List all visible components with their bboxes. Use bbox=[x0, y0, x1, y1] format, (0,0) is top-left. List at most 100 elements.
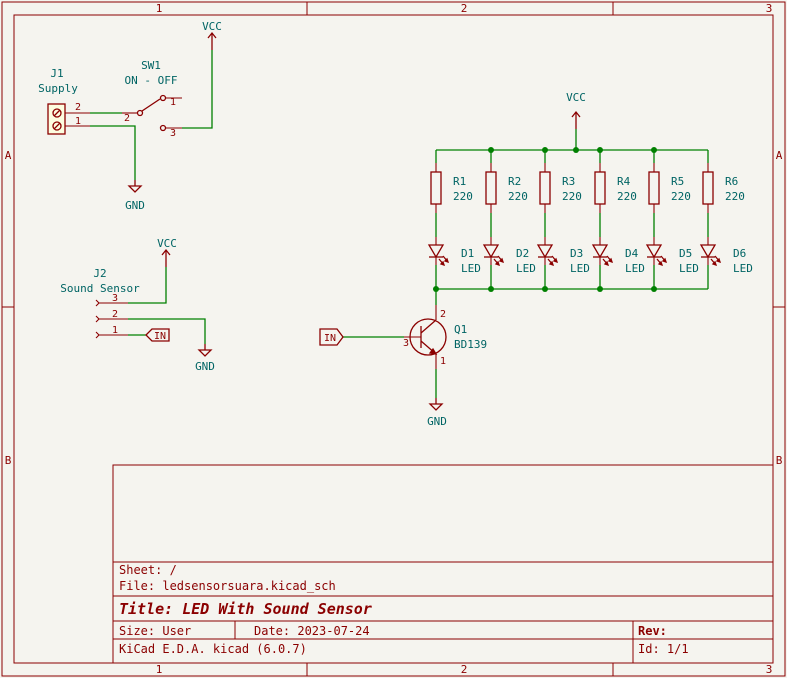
led-ref: D4 bbox=[625, 247, 639, 260]
led-value: LED bbox=[570, 262, 590, 275]
j2-value: Sound Sensor bbox=[60, 282, 140, 295]
frame-row-a-left: A bbox=[5, 149, 12, 162]
vcc-symbol-leds bbox=[571, 111, 581, 130]
led-array-wires bbox=[436, 129, 708, 290]
junction-bottom-3 bbox=[542, 286, 548, 292]
title-block bbox=[112, 464, 774, 664]
led-d1 bbox=[428, 236, 449, 266]
frame-row-a-right: A bbox=[776, 149, 783, 162]
j2-pin-2: 2 bbox=[112, 309, 118, 320]
gnd-label-q1: GND bbox=[427, 415, 447, 428]
vcc-label-leds: VCC bbox=[566, 91, 586, 104]
junction-bottom-4 bbox=[597, 286, 603, 292]
j2-connector bbox=[95, 299, 128, 339]
led-d2 bbox=[483, 236, 504, 266]
j1-connector bbox=[47, 103, 90, 135]
resistor-ref: R3 bbox=[562, 175, 575, 188]
q1-pin-2: 2 bbox=[440, 309, 446, 320]
q1-value: BD139 bbox=[454, 338, 487, 351]
led-d5 bbox=[646, 236, 667, 266]
resistor-value: 220 bbox=[725, 190, 745, 203]
j2-pin-1: 1 bbox=[112, 325, 118, 336]
j1-pin-2: 2 bbox=[75, 102, 81, 113]
vcc-symbol-sw1 bbox=[207, 32, 217, 51]
sw1-pin-2: 2 bbox=[124, 113, 130, 124]
resistor-r2 bbox=[485, 162, 497, 214]
led-ref: D3 bbox=[570, 247, 583, 260]
tb-title: Title: LED With Sound Sensor bbox=[119, 600, 372, 618]
resistor-ref: R2 bbox=[508, 175, 521, 188]
led-d3 bbox=[537, 236, 558, 266]
frame-col-2-top: 2 bbox=[461, 2, 468, 15]
supply-wires bbox=[90, 50, 213, 180]
frame-col-3-bottom: 3 bbox=[766, 663, 773, 676]
led-value: LED bbox=[516, 262, 536, 275]
resistor-r6 bbox=[702, 162, 714, 214]
resistor-value: 220 bbox=[453, 190, 473, 203]
junction-top-2 bbox=[488, 147, 494, 153]
led-value: LED bbox=[461, 262, 481, 275]
resistor-value: 220 bbox=[671, 190, 691, 203]
sw1-switch bbox=[122, 94, 182, 132]
junction-top-4 bbox=[597, 147, 603, 153]
junction-q1-collector bbox=[433, 286, 439, 292]
led-ref: D1 bbox=[461, 247, 474, 260]
junction-top-5 bbox=[651, 147, 657, 153]
frame-col-1-bottom: 1 bbox=[156, 663, 163, 676]
resistor-ref: R1 bbox=[453, 175, 466, 188]
tb-tool: KiCad E.D.A. kicad (6.0.7) bbox=[119, 642, 307, 656]
tb-sheet: Sheet: / bbox=[119, 563, 177, 577]
resistor-value: 220 bbox=[508, 190, 528, 203]
q1-pin-3: 3 bbox=[403, 338, 409, 349]
led-value: LED bbox=[625, 262, 645, 275]
in-label-q1-shape bbox=[319, 328, 344, 346]
q1-ref: Q1 bbox=[454, 323, 467, 336]
j1-ref: J1 bbox=[50, 67, 63, 80]
q1-pin-1: 1 bbox=[440, 356, 446, 367]
j2-ref: J2 bbox=[93, 267, 106, 280]
frame-row-b-left: B bbox=[5, 454, 12, 467]
junction-bottom-5 bbox=[651, 286, 657, 292]
led-ref: D6 bbox=[733, 247, 746, 260]
junction-vcc bbox=[573, 147, 579, 153]
tb-rev: Rev: bbox=[638, 624, 667, 638]
resistor-ref: R4 bbox=[617, 175, 631, 188]
led-ref: D5 bbox=[679, 247, 692, 260]
j2-pin-3: 3 bbox=[112, 293, 118, 304]
resistor-value: 220 bbox=[562, 190, 582, 203]
frame-row-b-right: B bbox=[776, 454, 783, 467]
sw1-ref: SW1 bbox=[141, 59, 161, 72]
in-label-q1: IN bbox=[324, 333, 336, 344]
gnd-label-j1: GND bbox=[125, 199, 145, 212]
q1-wires bbox=[343, 289, 437, 398]
gnd-symbol-j1 bbox=[128, 179, 142, 193]
tb-file: File: ledsensorsuara.kicad_sch bbox=[119, 579, 336, 593]
in-label-j2: IN bbox=[154, 331, 166, 342]
vcc-label-sw1: VCC bbox=[202, 20, 222, 33]
sw1-pin-3: 3 bbox=[170, 128, 176, 139]
resistor-r5 bbox=[648, 162, 660, 214]
q1-transistor bbox=[404, 305, 447, 369]
junction-bottom-2 bbox=[488, 286, 494, 292]
led-ref: D2 bbox=[516, 247, 529, 260]
frame-col-1-top: 1 bbox=[156, 2, 163, 15]
resistor-ref: R5 bbox=[671, 175, 684, 188]
tb-size: Size: User bbox=[119, 624, 191, 638]
j2-wires bbox=[128, 267, 206, 344]
sw1-value: ON - OFF bbox=[125, 74, 178, 87]
tb-date: Date: 2023-07-24 bbox=[254, 624, 370, 638]
vcc-symbol-j2 bbox=[161, 249, 171, 268]
resistor-ref: R6 bbox=[725, 175, 738, 188]
resistor-r3 bbox=[539, 162, 551, 214]
gnd-symbol-j2 bbox=[198, 343, 212, 357]
gnd-symbol-q1 bbox=[429, 397, 443, 411]
resistor-value: 220 bbox=[617, 190, 637, 203]
led-value: LED bbox=[679, 262, 699, 275]
led-d4 bbox=[592, 236, 613, 266]
gnd-label-j2: GND bbox=[195, 360, 215, 373]
tb-id: Id: 1/1 bbox=[638, 642, 689, 656]
vcc-label-j2: VCC bbox=[157, 237, 177, 250]
resistor-r4 bbox=[594, 162, 606, 214]
